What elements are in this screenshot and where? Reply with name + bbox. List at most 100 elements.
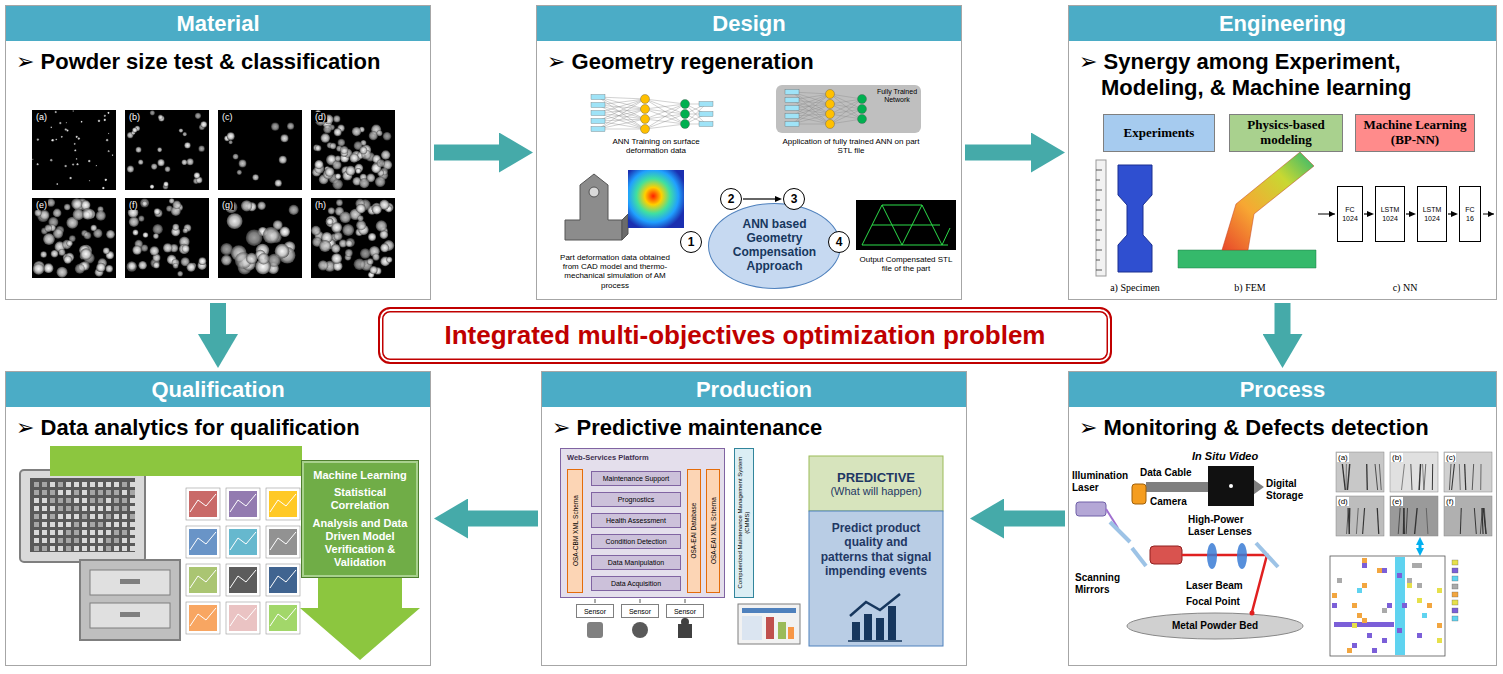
defect-image — [1379, 464, 1381, 490]
powder-micrograph — [32, 110, 395, 278]
powder-particle — [64, 255, 72, 263]
figure-label: (e) — [35, 200, 48, 210]
monitoring-setup — [1182, 555, 1267, 612]
data-archive-icon — [130, 490, 135, 495]
defect-map — [1422, 613, 1427, 618]
flow-arrow — [965, 145, 1031, 161]
schema-label: OSA-CBM XML Schema — [571, 496, 578, 567]
powder-particle — [36, 163, 38, 165]
powder-particle — [345, 249, 353, 257]
label-holder: a) Specimen — [1090, 282, 1180, 294]
powder-particle — [66, 122, 68, 124]
data-archive-icon — [50, 506, 55, 511]
powder-particle — [106, 139, 109, 142]
ann-diagram — [645, 99, 685, 124]
data-archive-icon — [98, 490, 103, 495]
powder-particle — [246, 253, 257, 264]
data-archive-icon — [50, 514, 55, 519]
data-thumbnail — [226, 602, 260, 634]
label-holder: (g) — [221, 200, 234, 210]
label-holder: Focal Point — [1186, 596, 1248, 608]
powder-particle — [150, 110, 155, 115]
data-archive-icon — [90, 570, 170, 595]
module-box: Data Manipulation — [591, 555, 681, 570]
powder-particle — [239, 160, 247, 168]
powder-particle — [71, 198, 82, 209]
label-holder: (h) — [314, 200, 327, 210]
data-archive-icon — [122, 490, 127, 495]
ann-diagram — [792, 92, 830, 114]
label-holder: (c) — [1445, 453, 1456, 462]
powder-particle — [44, 263, 54, 273]
signal-arrow — [1364, 213, 1367, 214]
label-holder: Scanning Mirrors — [1075, 572, 1130, 595]
powder-particle — [386, 257, 392, 263]
signal-arrow — [1448, 213, 1451, 214]
label-holder: Camera — [1150, 496, 1200, 508]
defect-image — [1347, 464, 1349, 490]
data-archive-icon — [106, 538, 111, 543]
data-thumbnail — [189, 605, 217, 631]
sensor-icon — [587, 618, 692, 638]
defect-image — [1474, 508, 1476, 534]
label-holder: b) FEM — [1215, 282, 1285, 294]
data-archive-icon — [82, 506, 87, 511]
defect-map — [1452, 584, 1458, 589]
ann-diagram — [830, 109, 862, 124]
powder-particle — [315, 145, 321, 151]
label-holder: In Situ Video — [1192, 450, 1272, 463]
module-box: Prognostics — [591, 492, 681, 507]
trend-icon — [848, 594, 902, 641]
powder-particle — [51, 250, 58, 257]
powder-particle — [74, 143, 76, 145]
powder-particle — [154, 209, 162, 217]
powder-particle — [56, 183, 58, 185]
data-archive-icon — [50, 538, 55, 543]
stage-panel: Material➢ Powder size test & classificat… — [5, 5, 431, 300]
data-thumbnail — [190, 608, 216, 626]
data-archive-icon — [42, 490, 47, 495]
defect-map — [1352, 603, 1357, 608]
ann-diagram — [645, 104, 685, 109]
powder-particle — [106, 230, 115, 239]
powder-particle — [227, 213, 243, 229]
powder-particle — [333, 115, 340, 122]
cmms-screenshot — [742, 616, 762, 640]
powder-particle — [108, 133, 109, 134]
sensor-label: Sensor — [584, 608, 606, 615]
powder-particle — [50, 126, 52, 128]
schema-label: OSA-EAI Database — [690, 503, 697, 559]
cad-part — [628, 170, 684, 228]
layer-box: FC 1024 — [1337, 186, 1363, 242]
defect-map — [1407, 583, 1412, 588]
data-archive-icon — [114, 538, 119, 543]
cmms-screenshot — [738, 604, 800, 644]
analysis-item: Machine Learning — [313, 469, 407, 482]
defect-image — [1345, 464, 1346, 490]
data-archive-icon — [130, 522, 135, 527]
figure-label: (f) — [128, 200, 139, 210]
figure-label: In Situ Video — [1192, 450, 1272, 463]
figure-label: (e) — [1391, 497, 1403, 506]
defect-map — [1330, 556, 1445, 656]
powder-particle — [154, 208, 161, 215]
data-archive-icon — [66, 498, 71, 503]
data-archive-icon — [82, 538, 87, 543]
data-thumbnail — [189, 529, 217, 555]
powder-particle — [311, 226, 321, 236]
ann-diagram — [681, 100, 690, 109]
ann-diagram — [785, 90, 867, 129]
data-archive-icon — [58, 530, 63, 535]
data-archive-icon — [106, 482, 111, 487]
powder-particle — [107, 112, 109, 114]
label-holder: Fully Trained Network — [874, 88, 920, 104]
network-signal-line — [1318, 214, 1335, 215]
data-archive-icon — [74, 522, 79, 527]
module-label: Condition Detection — [605, 538, 666, 545]
label-holder: Data Cable — [1140, 467, 1204, 479]
powder-particle — [319, 240, 331, 252]
powder-particle — [380, 243, 389, 252]
powder-particle — [183, 228, 188, 233]
powder-particle — [367, 258, 374, 265]
powder-particle — [153, 233, 159, 239]
